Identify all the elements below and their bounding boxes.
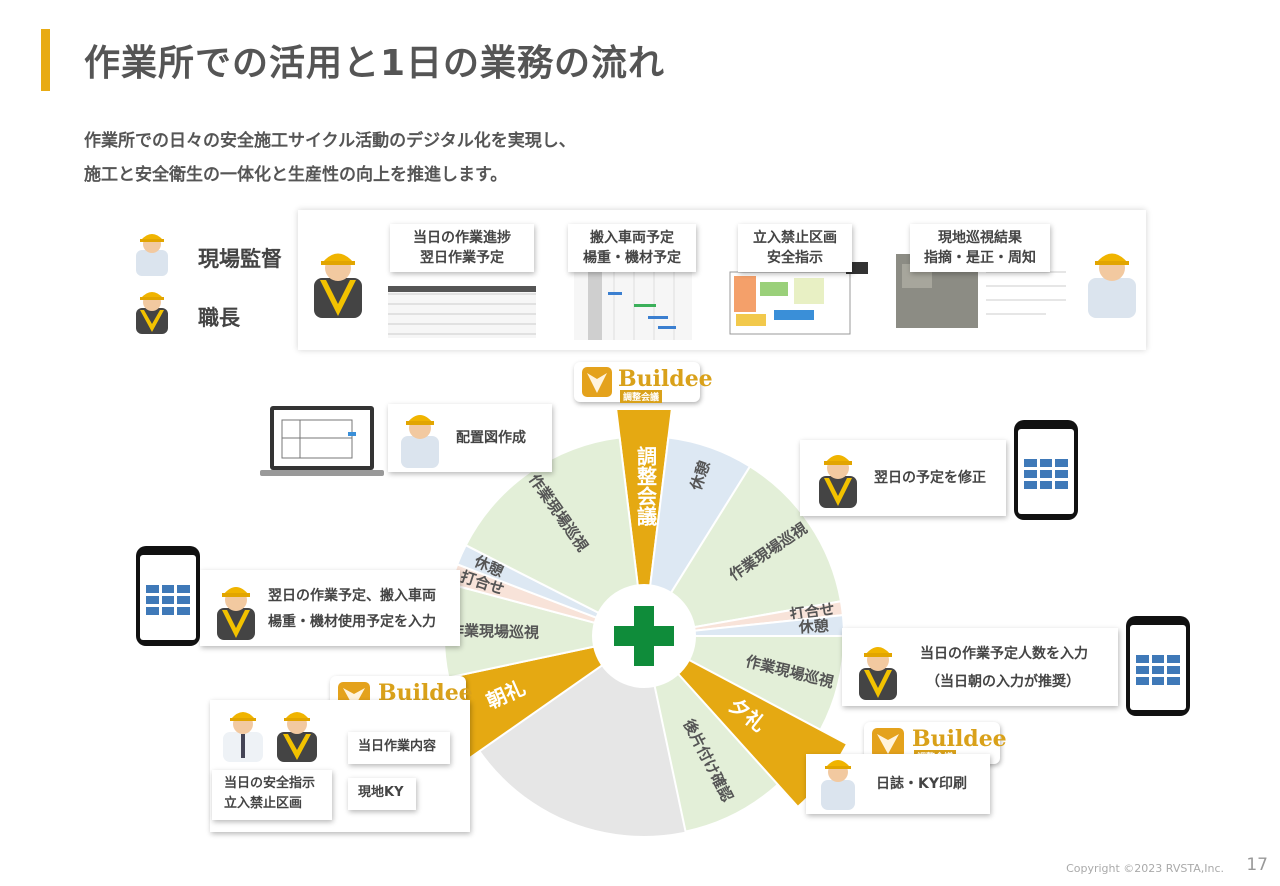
top-item-restricted-area: 立入禁止区画 安全指示	[738, 224, 852, 272]
legend-supervisor-label: 現場監督	[198, 247, 282, 271]
laptop-icon	[260, 406, 384, 476]
supervisor-avatar-icon	[223, 712, 263, 762]
copyright-text: Copyright ©2023 RVSTA,Inc.	[1066, 862, 1224, 875]
supervisor-avatar-icon	[821, 760, 855, 810]
callout-journal-print: 日誌・KY印刷	[806, 754, 990, 814]
callout-input-headcount: 当日の作業予定人数を入力 （当日朝の入力が推奨）	[842, 628, 1118, 706]
wheel-segment	[464, 436, 646, 638]
progress-table-thumbnail	[388, 286, 536, 338]
callout-morning-group: 当日の安全指示 立入禁止区画 当日作業内容 現地KY	[210, 700, 470, 832]
smartphone-icon	[136, 546, 200, 646]
supervisor-avatar-icon	[1088, 253, 1136, 318]
supervisor-avatar-icon	[401, 415, 439, 468]
green-cross-icon	[614, 606, 674, 666]
foreman-avatar-icon	[314, 253, 362, 318]
top-item-progress: 当日の作業進捗 翌日作業予定	[390, 224, 534, 272]
foreman-avatar-icon	[819, 455, 857, 508]
page-title: 作業所での活用と1日の業務の流れ	[84, 43, 666, 84]
foreman-avatar-icon	[277, 712, 317, 762]
gantt-thumbnail	[574, 270, 692, 340]
fox-logo-icon	[582, 367, 612, 397]
safety-instruction-box: 当日の安全指示 立入禁止区画	[212, 770, 332, 820]
top-flow-panel: 当日の作業進捗 翌日作業予定 搬入車両予定 楊重・機材予定 立入禁止区画 安全指…	[298, 210, 1146, 350]
wheel-segment-label: 作業現場巡視	[449, 621, 539, 641]
supervisor-avatar-icon	[136, 234, 168, 276]
foreman-avatar-icon	[217, 587, 255, 640]
wheel-segment-label: 調整会議	[634, 445, 658, 527]
wheel-segment	[642, 632, 780, 833]
callout-layout-drawing: 配置図作成	[388, 404, 552, 472]
callout-input-plan: 翌日の作業予定、搬入車両 楊重・機材使用予定を入力	[200, 570, 460, 646]
subtitle-line-2: 施工と安全衛生の一体化と生産性の向上を推進します。	[84, 165, 508, 185]
top-item-patrol-result: 現地巡視結果 指摘・是正・周知	[910, 224, 1050, 272]
callout-fix-next-day: 翌日の予定を修正	[800, 440, 1006, 516]
smartphone-icon	[1014, 420, 1078, 520]
fox-logo-icon	[872, 728, 904, 758]
foreman-avatar-icon	[859, 647, 897, 700]
site-ky-box: 現地KY	[348, 778, 416, 810]
subtitle-line-1: 作業所での日々の安全施工サイクル活動のデジタル化を実現し、	[84, 131, 576, 151]
daily-cycle-wheel: 調整会議休憩作業現場巡視打合せ休憩作業現場巡視夕礼後片付け確認朝礼作業現場巡視打…	[430, 410, 849, 836]
wheel-segment	[641, 465, 843, 638]
top-item-delivery: 搬入車両予定 楊重・機材予定	[568, 224, 696, 272]
title-accent-bar	[41, 29, 50, 91]
wheel-segment-label: 休憩	[797, 617, 829, 637]
smartphone-icon	[1126, 616, 1190, 716]
buildee-logo: Buildee 調整会議	[574, 362, 713, 403]
legend-foreman-label: 職長	[198, 306, 240, 330]
today-work-box: 当日作業内容	[348, 732, 450, 764]
wheel-segment	[615, 410, 673, 637]
zone-plan-thumbnail	[722, 262, 868, 338]
page-number: 17	[1246, 855, 1268, 875]
foreman-avatar-icon	[136, 292, 168, 334]
